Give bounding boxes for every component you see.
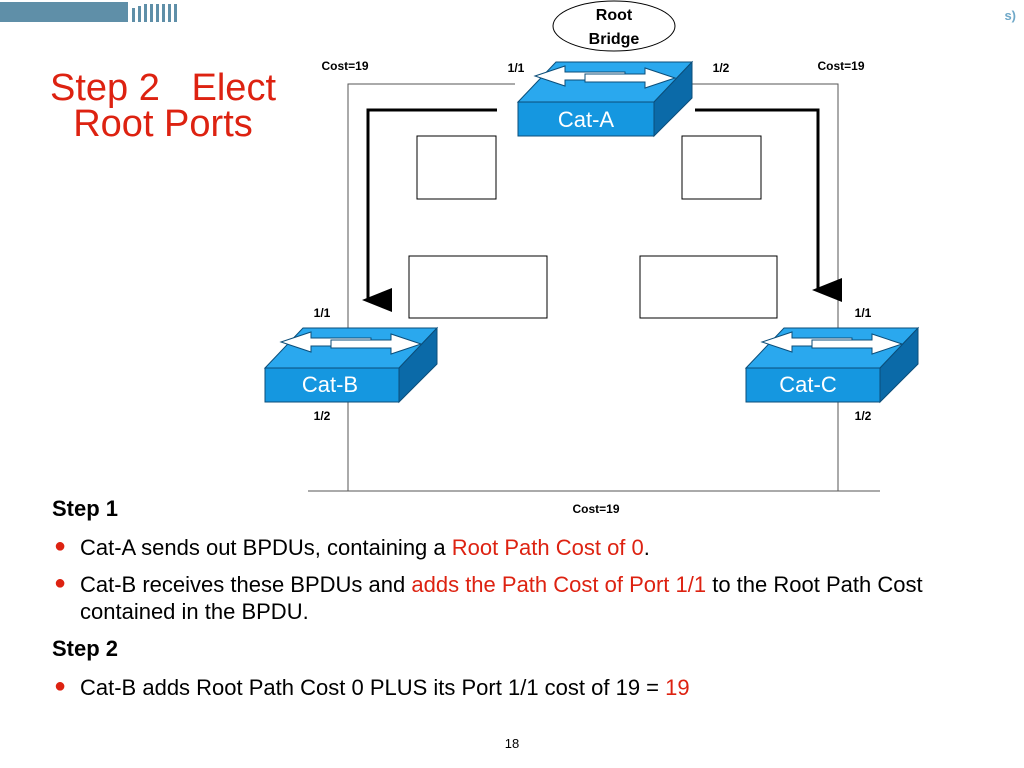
- switch-cat-a: Cat-A: [516, 60, 694, 138]
- bullet-3-text: Cat-B adds Root Path Cost 0 PLUS its Por…: [80, 675, 666, 700]
- placeholder-box-1: [416, 135, 497, 200]
- link-cat-a-cat-b: [347, 83, 515, 334]
- switch-cat-c: Cat-C: [744, 326, 920, 404]
- slide-title: Step 2 Elect Root Ports: [18, 67, 308, 145]
- switch-label-cat-c: Cat-C: [779, 372, 837, 397]
- step-1-heading: Step 1: [52, 496, 119, 521]
- bullet-2: ● Cat-B receives these BPDUs and adds th…: [52, 571, 1002, 625]
- port-label-cat-c-1-2: 1/2: [855, 409, 872, 423]
- slide-body: Step 1 ● Cat-A sends out BPDUs, containi…: [52, 495, 1002, 711]
- placeholder-box-2: [681, 135, 762, 200]
- page-number: 18: [504, 736, 520, 751]
- title-line-1: Step 2 Elect: [49, 67, 276, 109]
- cost-label-bottom: Cost=19: [572, 502, 619, 516]
- cost-label-top-left: Cost=19: [321, 59, 368, 73]
- bullet-icon: ●: [54, 535, 67, 557]
- logo-stripes: [132, 4, 177, 22]
- title-line-2: Root Ports: [73, 103, 253, 145]
- network-diagram: Root Bridge Cat-A Cat-B Cat-C Cost=19 Co…: [263, 0, 920, 516]
- port-label-cat-a-1-1: 1/1: [508, 61, 525, 75]
- logo-bar: [0, 2, 177, 22]
- step-2-heading: Step 2: [52, 636, 119, 661]
- bullet-2-highlight: adds the Path Cost of Port 1/1: [411, 572, 707, 597]
- bullet-1-highlight: Root Path Cost of 0: [451, 535, 644, 560]
- root-bridge-label-line2: Bridge: [589, 31, 640, 48]
- port-label-cat-c-1-1: 1/1: [855, 306, 872, 320]
- bullet-1-text: Cat-A sends out BPDUs, containing a: [80, 535, 452, 560]
- port-label-cat-a-1-2: 1/2: [713, 61, 730, 75]
- root-bridge-bubble: [552, 0, 676, 52]
- port-label-cat-b-1-2: 1/2: [314, 409, 331, 423]
- bpdu-arrow-right: [695, 108, 842, 302]
- bullet-1: ● Cat-A sends out BPDUs, containing a Ro…: [52, 534, 1002, 561]
- bullet-icon: ●: [54, 572, 67, 594]
- bullet-icon: ●: [54, 675, 67, 697]
- bullet-1-end: .: [643, 535, 650, 560]
- corner-logo-mark: s): [1004, 8, 1016, 23]
- bullet-3-highlight: 19: [665, 675, 690, 700]
- switch-cat-b: Cat-B: [263, 326, 439, 404]
- logo-band: [0, 2, 128, 22]
- cost-label-top-right: Cost=19: [817, 59, 864, 73]
- bullet-3: ● Cat-B adds Root Path Cost 0 PLUS its P…: [52, 674, 1002, 701]
- bpdu-arrow-left: [362, 108, 497, 312]
- placeholder-box-4: [639, 255, 778, 319]
- bullet-2-text: Cat-B receives these BPDUs and: [80, 572, 412, 597]
- switch-label-cat-b: Cat-B: [302, 372, 358, 397]
- link-cat-a-cat-c: [660, 83, 839, 334]
- bullet-2-end: to the Root Path Cost contained in the B…: [80, 572, 923, 624]
- switch-label-cat-a: Cat-A: [558, 107, 615, 132]
- port-label-cat-b-1-1: 1/1: [314, 306, 331, 320]
- placeholder-box-3: [408, 255, 548, 319]
- root-bridge-label-line1: Root: [596, 7, 633, 24]
